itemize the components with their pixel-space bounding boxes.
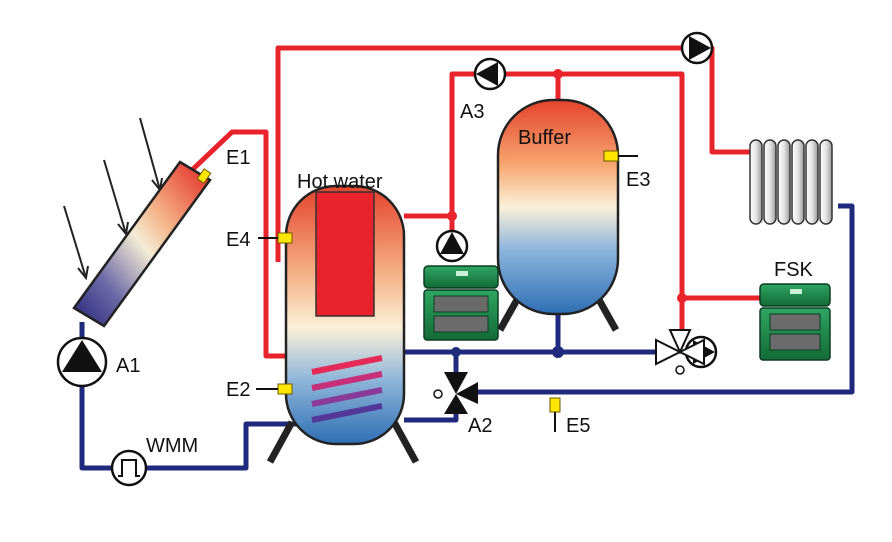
controller-icon: [423, 265, 499, 341]
label-a3: A3: [460, 101, 484, 123]
label-a1: A1: [116, 355, 140, 377]
sensor-e2: [277, 383, 293, 395]
sensor-e5: [549, 397, 561, 432]
sensor-e3: [603, 150, 619, 162]
label-e2: E2: [226, 379, 250, 401]
label-e1: E1: [226, 147, 250, 169]
label-buffer: Buffer: [518, 127, 571, 149]
solar-collector: [72, 160, 212, 328]
heat-exchanger-coil-icon: [311, 355, 383, 423]
controller-icon: [759, 283, 831, 361]
sun-ray-icon: [63, 117, 163, 281]
junction-dot: [553, 69, 563, 79]
label-e4: E4: [226, 229, 250, 251]
pump-icon: [680, 31, 714, 65]
hot-water-tank: [266, 184, 420, 464]
three-way-valve-icon: [433, 372, 478, 414]
label-wmm: WMM: [146, 435, 198, 457]
label-e5: E5: [566, 415, 590, 437]
label-e3: E3: [626, 169, 650, 191]
label-a2: A2: [468, 415, 492, 437]
sensor-e1: [196, 168, 212, 184]
inner-tank: [315, 191, 375, 317]
pump-icon: [473, 57, 507, 91]
three-way-valve-icon: [655, 329, 705, 375]
pump-icon: [56, 336, 108, 388]
buffer-tank: [496, 98, 620, 332]
leader-lines: [256, 155, 638, 390]
junction-dot: [447, 211, 457, 221]
pump-icon: [435, 229, 469, 263]
junction-dot: [677, 293, 687, 303]
junction-dot: [451, 347, 461, 357]
radiator-icon: [749, 139, 833, 225]
sensor-e4: [277, 232, 293, 244]
pipe-junctions: [447, 69, 687, 358]
flow-meter-icon: [110, 449, 148, 487]
label-fsk: FSK: [774, 259, 814, 281]
label-hot-water: Hot water: [297, 171, 383, 193]
junction-dot: [552, 346, 564, 358]
